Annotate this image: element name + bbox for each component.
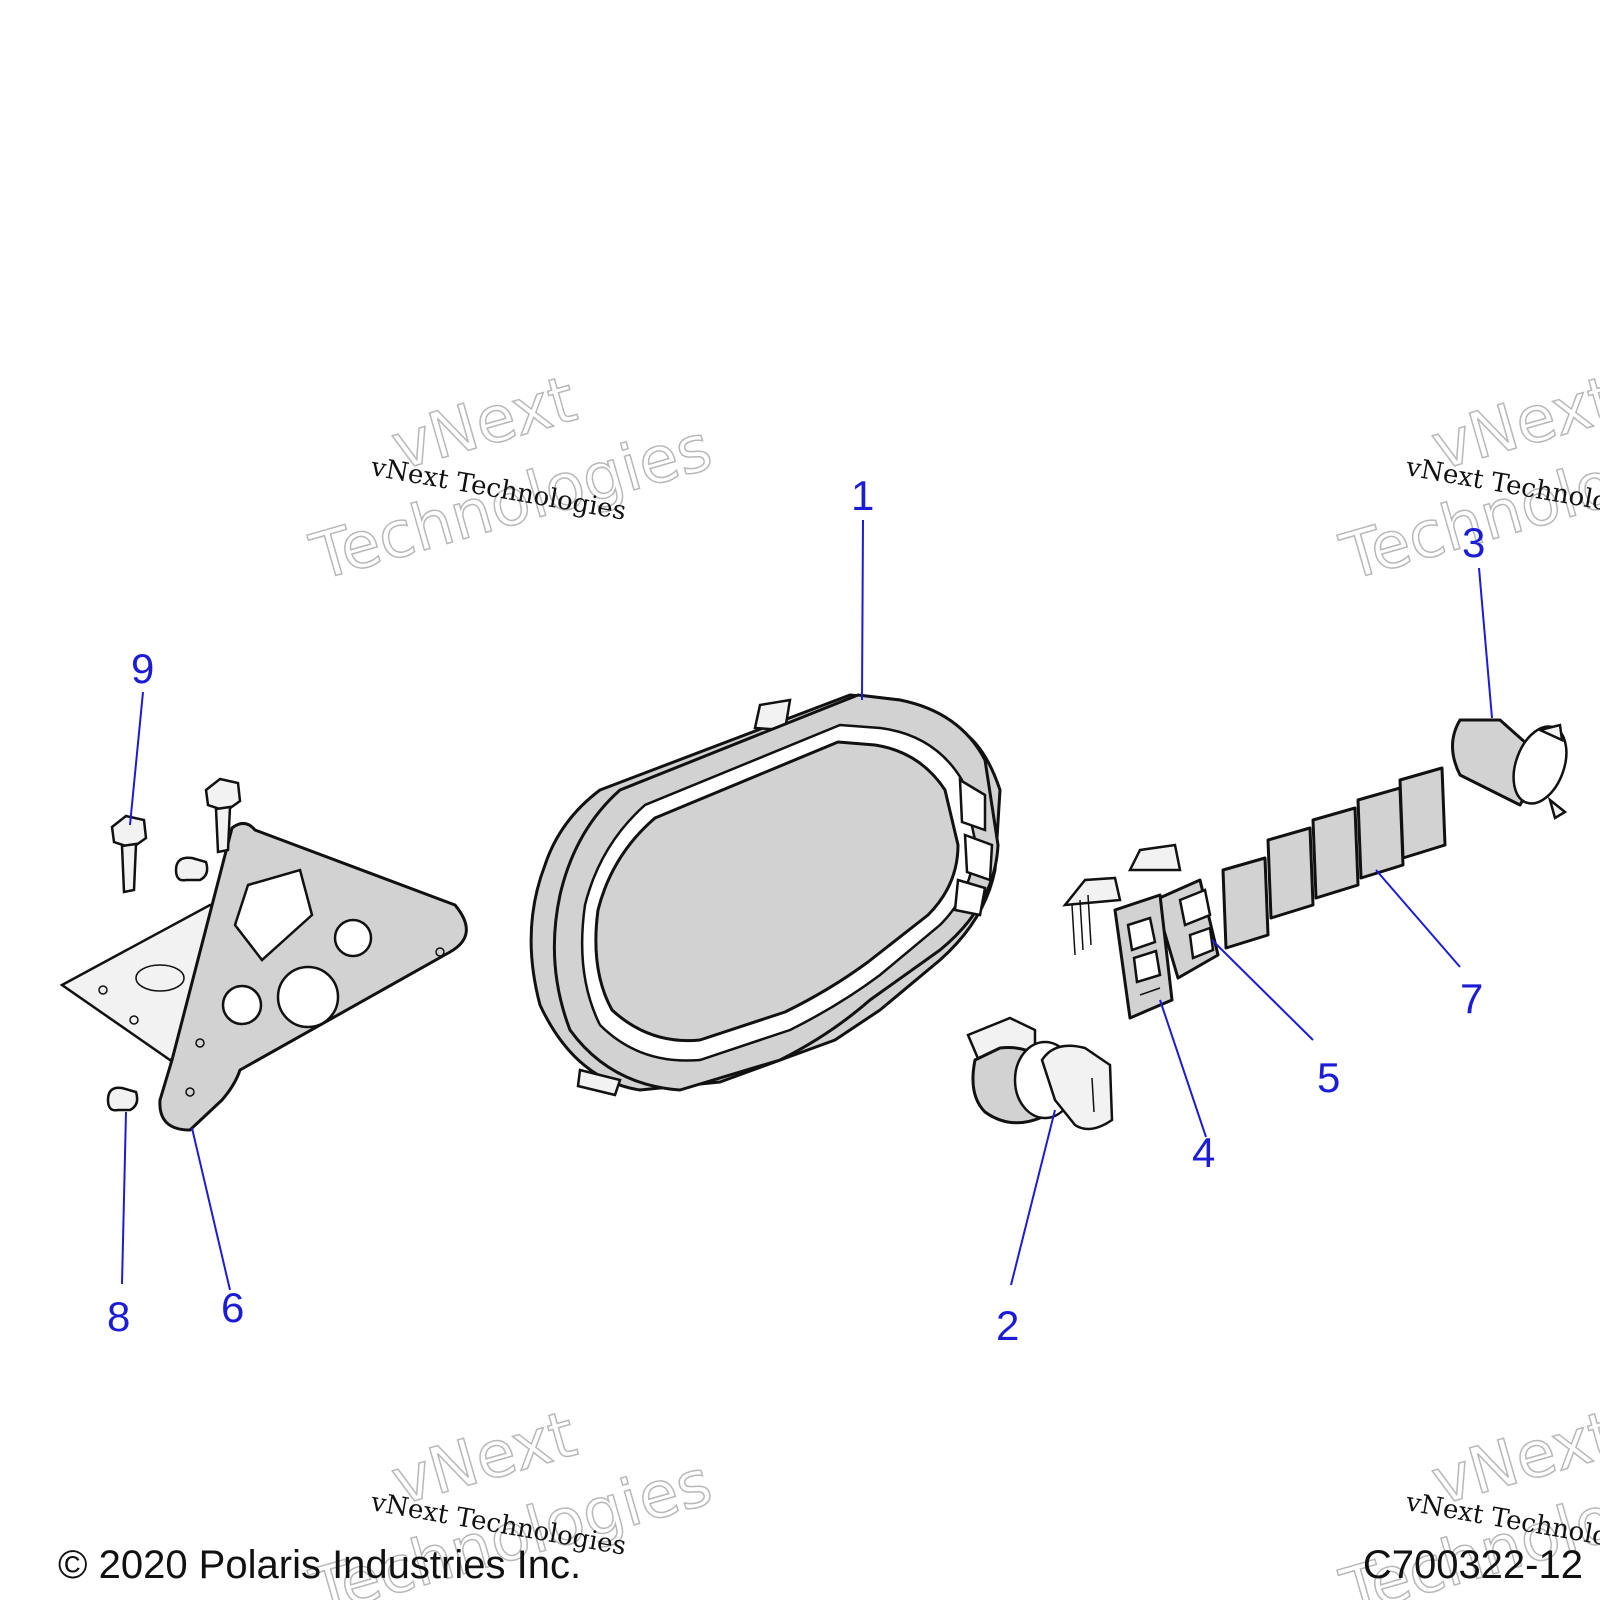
outlet-cap-tab (1547, 796, 1568, 820)
switch-indicator-bar (1139, 987, 1161, 996)
rocker-switch-part-5 (1127, 843, 1220, 980)
callout-8: 8 (107, 1293, 130, 1340)
screw-part (110, 814, 148, 894)
leader-line-7 (1375, 869, 1461, 968)
bracket-hole-small (221, 984, 263, 1026)
switch-terminals (1071, 894, 1092, 956)
callout-4: 4 (1192, 1129, 1215, 1176)
bracket-window (233, 868, 314, 962)
switch-top (1127, 843, 1182, 872)
callout-5: 5 (1317, 1054, 1340, 1101)
bracket-mount-hole (435, 947, 445, 957)
leader-line-3 (1478, 567, 1493, 719)
cluster-indicator (953, 878, 987, 917)
cluster-indicator (963, 833, 994, 882)
screw-head (110, 814, 148, 850)
rocker-switch-part-4 (1062, 876, 1174, 1020)
clip-body (106, 1086, 139, 1112)
leader-line-1 (861, 519, 864, 701)
screw-head (204, 777, 242, 813)
switch-icon-box (1178, 888, 1212, 927)
plate-hole (129, 1015, 139, 1025)
clip-part-lower (106, 1086, 139, 1112)
leader-line-6 (191, 1127, 231, 1291)
switch-icon-box (1126, 916, 1157, 952)
callout-2: 2 (996, 1302, 1019, 1349)
switch-top (1062, 876, 1122, 907)
bracket-mount-hole (185, 1087, 195, 1097)
bracket-hole-large (276, 965, 340, 1029)
outlet-cap-tab (1536, 723, 1564, 743)
drawing-number: C700322-12 (1363, 1543, 1583, 1587)
callout-7: 7 (1460, 975, 1483, 1022)
bracket-hole-side (333, 918, 373, 958)
leader-line-9 (129, 691, 144, 826)
switch-blank-part (1221, 766, 1447, 950)
switch-icon-box (1188, 926, 1215, 960)
leader-line-5 (1211, 939, 1314, 1041)
switch-blank (1356, 786, 1405, 880)
callout-9: 9 (131, 645, 154, 692)
switch-icon-box (1132, 949, 1162, 984)
leader-lines (121, 519, 1493, 1291)
leader-line-8 (121, 1111, 127, 1285)
switch-blank (1311, 806, 1360, 900)
instrument-cluster-part (529, 693, 1002, 1097)
bracket-mount-hole (195, 1038, 205, 1048)
callout-6: 6 (221, 1284, 244, 1331)
plate-hole (98, 985, 108, 995)
watermark-top-left: vNext Technologies vNext Technologies (302, 362, 720, 596)
callouts: 1 2 3 4 5 6 7 8 9 (107, 472, 1485, 1349)
plate-slot (135, 964, 185, 992)
cluster-display (594, 740, 960, 1043)
screw-shank (214, 805, 232, 854)
switch-blank (1398, 766, 1447, 860)
clip-part (174, 856, 209, 882)
key-slot (1091, 1077, 1095, 1113)
callout-3: 3 (1462, 519, 1485, 566)
callout-1: 1 (851, 472, 874, 519)
mounting-bracket-part (59, 822, 468, 1132)
switch-blank (1221, 856, 1270, 950)
leader-line-4 (1159, 999, 1207, 1138)
cluster-indicator (958, 777, 987, 832)
switch-blank (1266, 826, 1315, 920)
copyright-text: © 2020 Polaris Industries Inc. (58, 1543, 581, 1587)
screw-part-upper (204, 777, 242, 854)
clip-body (174, 856, 209, 882)
power-outlet-part (1451, 718, 1568, 820)
screw-shank (120, 842, 138, 894)
key-switch-part (966, 1016, 1114, 1131)
cluster-connector (576, 1068, 622, 1097)
leader-line-2 (1010, 1109, 1056, 1286)
